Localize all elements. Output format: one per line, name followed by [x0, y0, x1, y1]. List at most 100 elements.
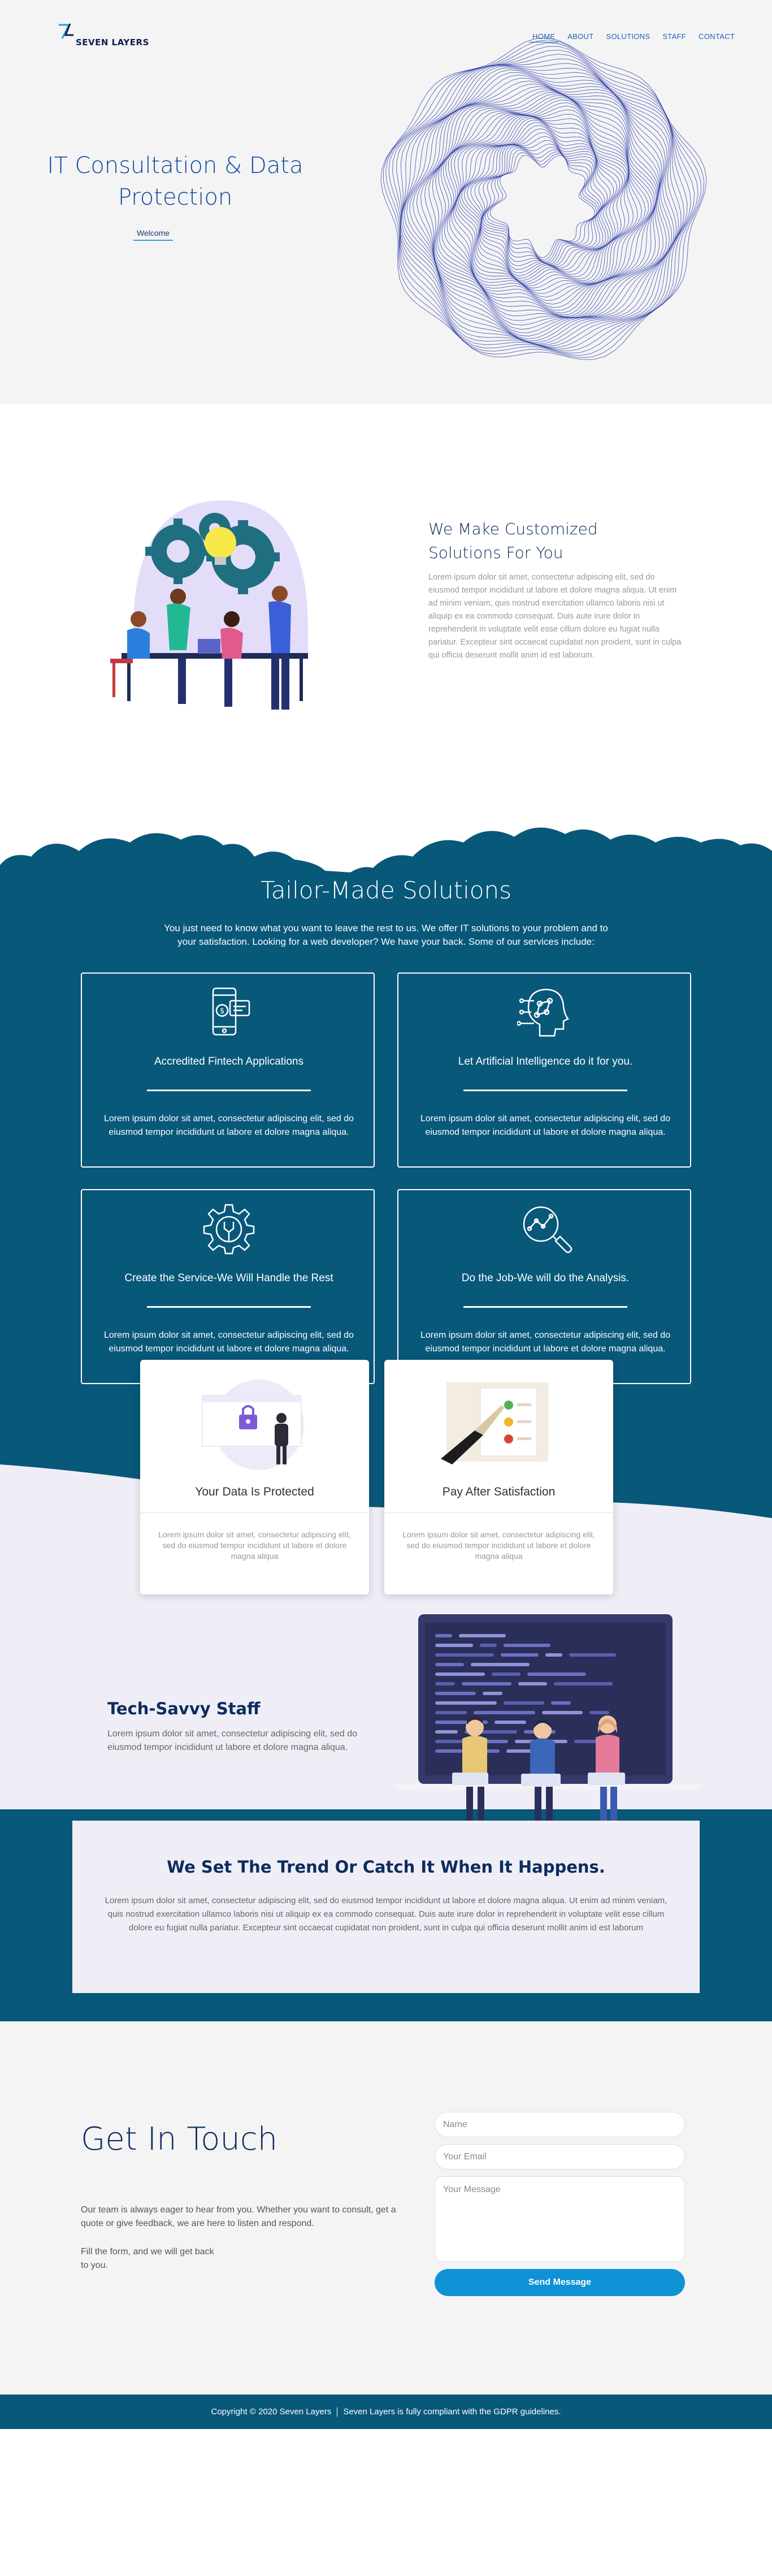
code-line: [435, 1701, 497, 1705]
code-line: [485, 1740, 508, 1743]
ring-wave-line: [400, 63, 684, 347]
nav-contact[interactable]: CONTACT: [699, 32, 735, 41]
contact-text: Our team is always eager to hear from yo…: [81, 2205, 396, 2228]
code-line: [435, 1730, 458, 1734]
coding-team-illustration: [396, 1614, 701, 1832]
ring-wave-line: [428, 88, 658, 318]
ring-wave-line: [474, 136, 608, 270]
code-line: [589, 1711, 609, 1714]
ring-wave-line: [481, 144, 603, 265]
ring-wave-line: [413, 77, 667, 333]
service-title: Accredited Fintech Applications: [154, 1056, 304, 1067]
ring-wave-line: [400, 65, 682, 345]
ring-wave-line: [461, 122, 620, 281]
message-field[interactable]: [435, 2176, 685, 2262]
ring-wave-line: [409, 75, 670, 336]
code-line: [518, 1682, 547, 1685]
brand-name: SEVEN LAYERS: [76, 37, 149, 47]
feature-text: Lorem ipsum dolor sit amet, consectetur …: [402, 1530, 595, 1561]
ai-head-icon: [517, 988, 569, 1037]
feature-divider: [384, 1512, 613, 1513]
footer: Copyright © 2020 Seven Layers Seven Laye…: [0, 2395, 772, 2429]
service-title: Do the Job-We will do the Analysis.: [461, 1272, 630, 1284]
service-card: Create the Service-We Will Handle the Re…: [81, 1189, 375, 1384]
code-line: [435, 1692, 476, 1695]
staff-text: Lorem ipsum dolor sit amet, consectetur …: [107, 1729, 357, 1752]
nav-about[interactable]: ABOUT: [567, 32, 594, 41]
analysis-magnifier-icon: [523, 1206, 573, 1254]
data-protection-illustration: [202, 1380, 304, 1470]
code-line: [504, 1701, 544, 1705]
nav-home[interactable]: HOME: [529, 31, 559, 42]
service-divider: [463, 1090, 627, 1091]
ring-wave-line: [388, 46, 699, 353]
ring-wave-line: [383, 40, 705, 358]
staff-title: Tech-Savvy Staff: [107, 1699, 261, 1718]
contact-section: Get In Touch Our team is always eager to…: [0, 2021, 772, 2395]
ring-wave-line: [435, 92, 657, 317]
ring-wave-line: [441, 97, 652, 311]
service-text: Lorem ipsum dolor sit amet, consectetur …: [104, 1330, 354, 1354]
code-line: [435, 1672, 485, 1676]
code-line: [435, 1663, 464, 1666]
nav-staff[interactable]: STAFF: [662, 32, 687, 41]
code-line: [545, 1653, 562, 1657]
service-card: Do the Job-We will do the Analysis. Lore…: [397, 1189, 691, 1384]
code-line: [551, 1701, 571, 1705]
custom-solutions-section: We Make Customized Solutions For You Lor…: [0, 404, 772, 794]
ring-wave-line: [444, 100, 649, 308]
service-divider: [147, 1090, 311, 1091]
ring-wave-line: [392, 49, 695, 352]
service-card: Let Artificial Intelligence do it for yo…: [397, 973, 691, 1168]
ring-wave-line: [380, 37, 707, 360]
solutions-section: Tailor-Made Solutions You just need to k…: [0, 794, 772, 1614]
ring-wave-line: [449, 105, 642, 301]
feature-card: Pay After Satisfaction Lorem ipsum dolor…: [384, 1360, 613, 1594]
custom-text: Lorem ipsum dolor sit amet, consectetur …: [428, 573, 682, 660]
trend-text: Lorem ipsum dolor sit amet, consectetur …: [105, 1896, 667, 1933]
ring-wave-line: [459, 119, 623, 283]
ring-wave-line: [400, 58, 688, 348]
ring-wave-line: [406, 72, 672, 339]
contact-text-secondary: Fill the form, and we will get back to y…: [81, 2247, 214, 2270]
service-divider: [147, 1306, 311, 1308]
code-line: [435, 1653, 494, 1657]
service-text: Lorem ipsum dolor sit amet, consectetur …: [420, 1330, 670, 1354]
code-line: [480, 1644, 497, 1647]
code-line: [542, 1711, 583, 1714]
code-line: [435, 1711, 467, 1714]
feature-title: Pay After Satisfaction: [442, 1485, 556, 1498]
ring-wave-line: [432, 90, 658, 318]
contact-title: Get In Touch: [81, 2121, 278, 2158]
hero-title: IT Consultation & Data Protection: [47, 153, 303, 210]
payment-checklist-illustration: [441, 1382, 548, 1464]
main-nav: HOME ABOUT SOLUTIONS STAFF CONTACT: [523, 31, 738, 42]
trend-card: We Set The Trend Or Catch It When It Hap…: [72, 1821, 700, 1993]
code-line: [554, 1682, 613, 1685]
ring-wave-line: [484, 149, 599, 262]
ring-wave-line: [416, 80, 663, 330]
feature-text: Lorem ipsum dolor sit amet, consectetur …: [158, 1530, 351, 1561]
code-line: [483, 1692, 502, 1695]
welcome-button[interactable]: Welcome: [133, 226, 174, 241]
brand-logo[interactable]: SEVEN LAYERS: [57, 21, 149, 49]
code-line: [462, 1682, 511, 1685]
wavy-ring-illustration: [380, 37, 707, 360]
ring-wave-line: [466, 128, 614, 276]
solutions-subtitle: You just need to know what you want to l…: [164, 923, 608, 947]
ring-wave-line: [470, 132, 611, 274]
footer-gdpr: Seven Layers is fully compliant with the…: [343, 2407, 561, 2417]
code-line: [501, 1653, 539, 1657]
email-field[interactable]: [435, 2144, 685, 2169]
hero-section: SEVEN LAYERS HOME ABOUT SOLUTIONS STAFF …: [0, 0, 772, 404]
feature-divider: [140, 1512, 369, 1513]
nav-solutions[interactable]: SOLUTIONS: [606, 32, 650, 41]
code-line: [459, 1634, 506, 1637]
ring-wave-line: [483, 148, 600, 263]
code-line: [504, 1644, 550, 1647]
send-message-button[interactable]: Send Message: [435, 2269, 685, 2296]
staff-section: Tech-Savvy Staff Lorem ipsum dolor sit a…: [0, 1614, 772, 2021]
feature-title: Your Data Is Protected: [195, 1485, 314, 1498]
ring-wave-line: [487, 152, 597, 261]
name-field[interactable]: [435, 2112, 685, 2137]
